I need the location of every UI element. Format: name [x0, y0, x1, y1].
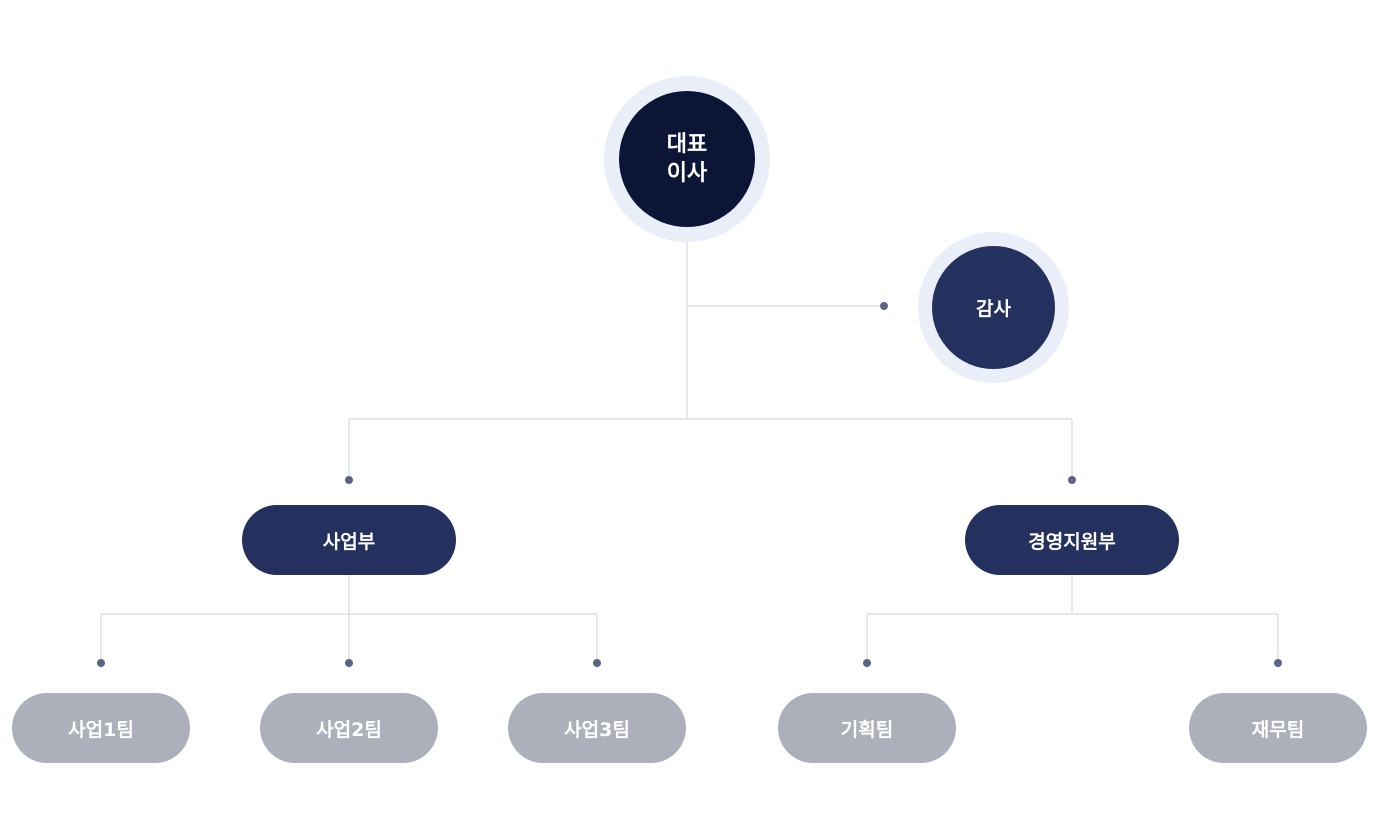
connector-dots [97, 302, 1282, 667]
business-team-2-label: 사업2팀 [316, 718, 382, 741]
business-team-3-label: 사업3팀 [564, 718, 630, 741]
business-team-1-label: 사업1팀 [68, 718, 134, 741]
planning-team-label: 기획팀 [840, 718, 894, 741]
ceo-node-label-line2: 이사 [666, 161, 708, 186]
business-team-2-node: 사업2팀 [260, 693, 438, 763]
audit-connector-dot [880, 302, 888, 310]
business-team-3-node: 사업3팀 [508, 693, 686, 763]
team-2-connector-dot [345, 659, 353, 667]
business-division-label: 사업부 [322, 530, 376, 553]
audit-node-label: 감사 [976, 298, 1011, 320]
ceo-node-label-line1: 대표 [666, 132, 708, 157]
planning-team-node: 기획팀 [778, 693, 956, 763]
connector-lines [100, 238, 1279, 663]
ceo-node: 대표 이사 [619, 91, 755, 227]
business-team-1-node: 사업1팀 [12, 693, 190, 763]
business-division-node: 사업부 [242, 505, 456, 575]
audit-node: 감사 [932, 246, 1055, 369]
team-3-connector-dot [593, 659, 601, 667]
management-support-node: 경영지원부 [965, 505, 1179, 575]
finance-team-label: 재무팀 [1251, 718, 1305, 741]
management-support-label: 경영지원부 [1028, 530, 1116, 553]
management-support-connector-dot [1068, 476, 1076, 484]
team-1-connector-dot [97, 659, 105, 667]
finance-team-connector-dot [1274, 659, 1282, 667]
planning-team-connector-dot [863, 659, 871, 667]
finance-team-node: 재무팀 [1189, 693, 1367, 763]
business-division-connector-dot [345, 476, 353, 484]
